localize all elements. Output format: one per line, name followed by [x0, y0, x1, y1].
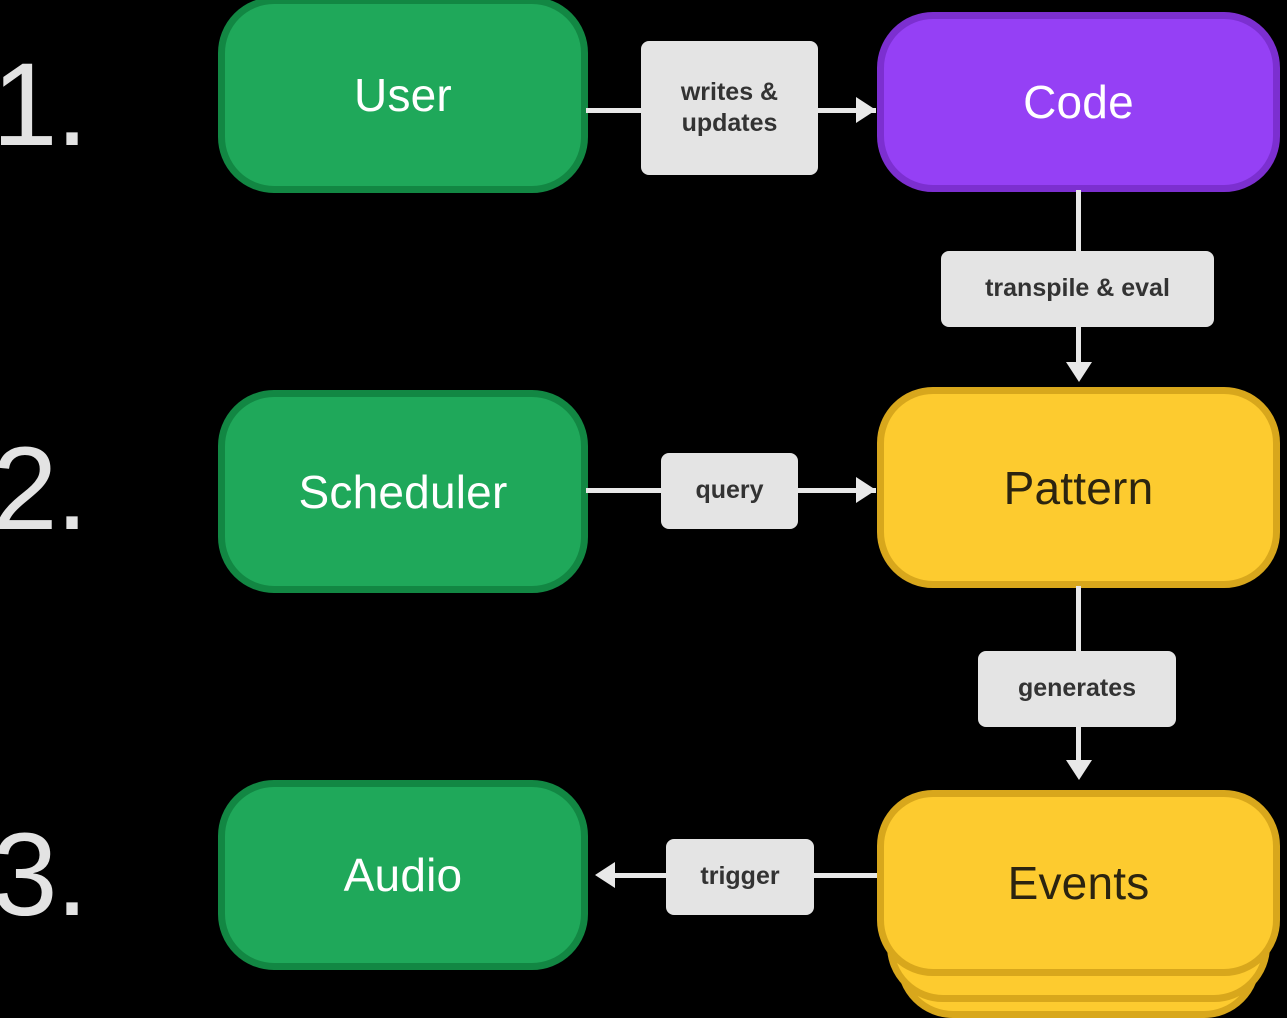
step-number-3: 3.	[0, 809, 88, 941]
node-events[interactable]: Events	[877, 790, 1280, 976]
node-audio-label: Audio	[343, 849, 463, 901]
node-audio[interactable]: Audio	[218, 780, 588, 970]
edge-label-writes-updates: writes & updates	[641, 41, 818, 175]
node-scheduler[interactable]: Scheduler	[218, 390, 588, 593]
node-user[interactable]: User	[218, 0, 588, 193]
node-code-label: Code	[1023, 76, 1134, 128]
edge-label-generates: generates	[978, 651, 1176, 727]
step-number-2: 2.	[0, 423, 88, 555]
node-code[interactable]: Code	[877, 12, 1280, 192]
edge-label-trigger: trigger	[666, 839, 814, 915]
edge-label-query: query	[661, 453, 798, 529]
arrowhead-pattern-events	[1066, 760, 1092, 780]
arrowhead-user-code	[856, 97, 876, 123]
node-events-label: Events	[1007, 857, 1150, 909]
arrowhead-code-pattern	[1066, 362, 1092, 382]
edge-label-transpile-eval: transpile & eval	[941, 251, 1214, 327]
node-pattern-label: Pattern	[1003, 461, 1154, 514]
node-pattern[interactable]: Pattern	[877, 387, 1280, 588]
arrowhead-scheduler-pattern	[856, 477, 876, 503]
arrowhead-events-audio	[595, 862, 615, 888]
node-scheduler-label: Scheduler	[298, 465, 508, 518]
step-number-1: 1.	[0, 39, 88, 171]
node-user-label: User	[354, 69, 452, 121]
